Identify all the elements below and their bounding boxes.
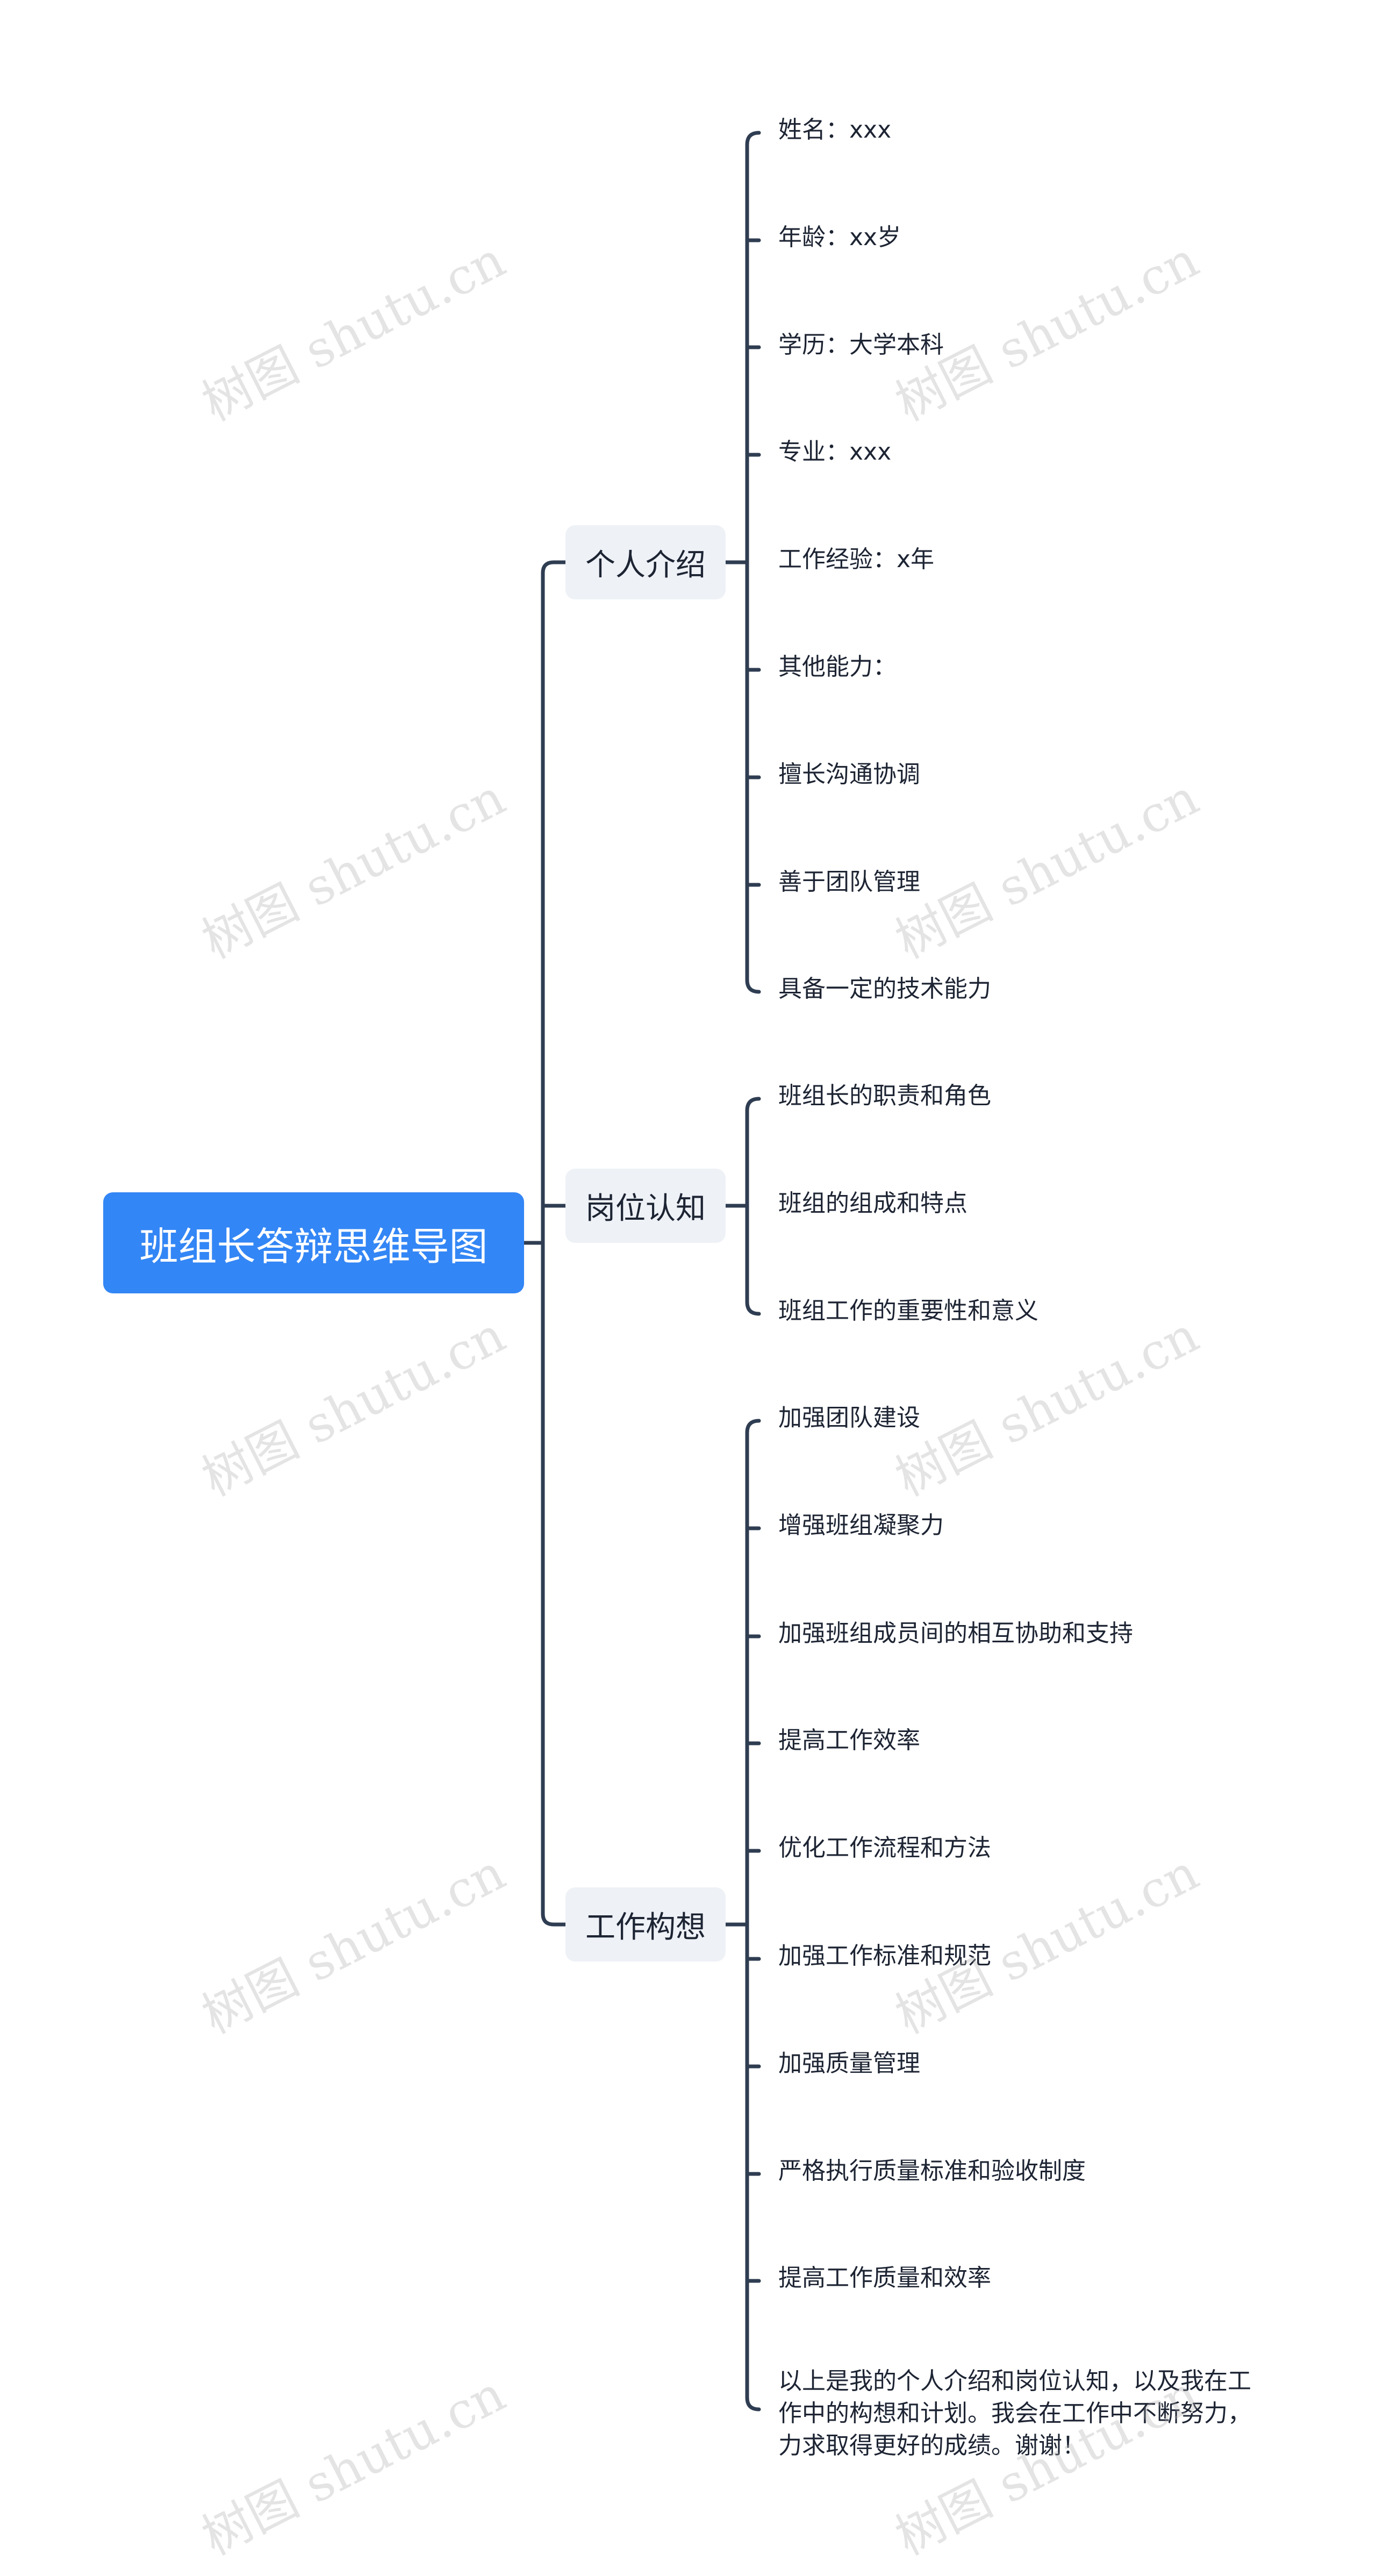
branch-job-cognition[interactable]: 岗位认知	[565, 1169, 726, 1243]
leaf-communication[interactable]: 擅长沟通协调	[778, 761, 920, 788]
leaf-team-building[interactable]: 加强团队建设	[778, 1404, 920, 1432]
leaf-team-composition[interactable]: 班组的组成和特点	[778, 1190, 968, 1217]
leaf-other-abilities[interactable]: 其他能力：	[778, 653, 897, 681]
branch-work-plan[interactable]: 工作构想	[565, 1887, 726, 1962]
leaf-major[interactable]: 专业：xxx	[778, 438, 892, 466]
leaf-team-importance[interactable]: 班组工作的重要性和意义	[778, 1297, 1038, 1325]
leaf-process-optimization[interactable]: 优化工作流程和方法	[778, 1834, 991, 1862]
leaf-technical-ability[interactable]: 具备一定的技术能力	[778, 975, 991, 1003]
leaf-name[interactable]: 姓名：xxx	[778, 116, 892, 144]
leaf-quality-standards[interactable]: 严格执行质量标准和验收制度	[778, 2157, 1086, 2185]
leaf-efficiency[interactable]: 提高工作效率	[778, 1727, 920, 1754]
leaf-standards[interactable]: 加强工作标准和规范	[778, 1942, 991, 1970]
leaf-education[interactable]: 学历：大学本科	[778, 331, 944, 359]
leaf-age[interactable]: 年龄：xx岁	[778, 224, 901, 251]
leaf-cohesion[interactable]: 增强班组凝聚力	[778, 1512, 944, 1539]
leaf-experience[interactable]: 工作经验：x年	[778, 546, 935, 573]
leaf-quality-management[interactable]: 加强质量管理	[778, 2050, 920, 2077]
branch-personal-intro[interactable]: 个人介绍	[565, 525, 726, 599]
leaf-duties-role[interactable]: 班组长的职责和角色	[778, 1082, 991, 1110]
leaf-quality-efficiency[interactable]: 提高工作质量和效率	[778, 2264, 991, 2292]
leaf-team-management[interactable]: 善于团队管理	[778, 868, 920, 896]
leaf-mutual-support[interactable]: 加强班组成员间的相互协助和支持	[778, 1620, 1133, 1647]
root-node[interactable]: 班组长答辩思维导图	[103, 1192, 524, 1293]
leaf-closing-statement[interactable]: 以上是我的个人介绍和岗位认知，以及我在工作中的构想和计划。我会在工作中不断努力，…	[778, 2367, 1251, 2459]
